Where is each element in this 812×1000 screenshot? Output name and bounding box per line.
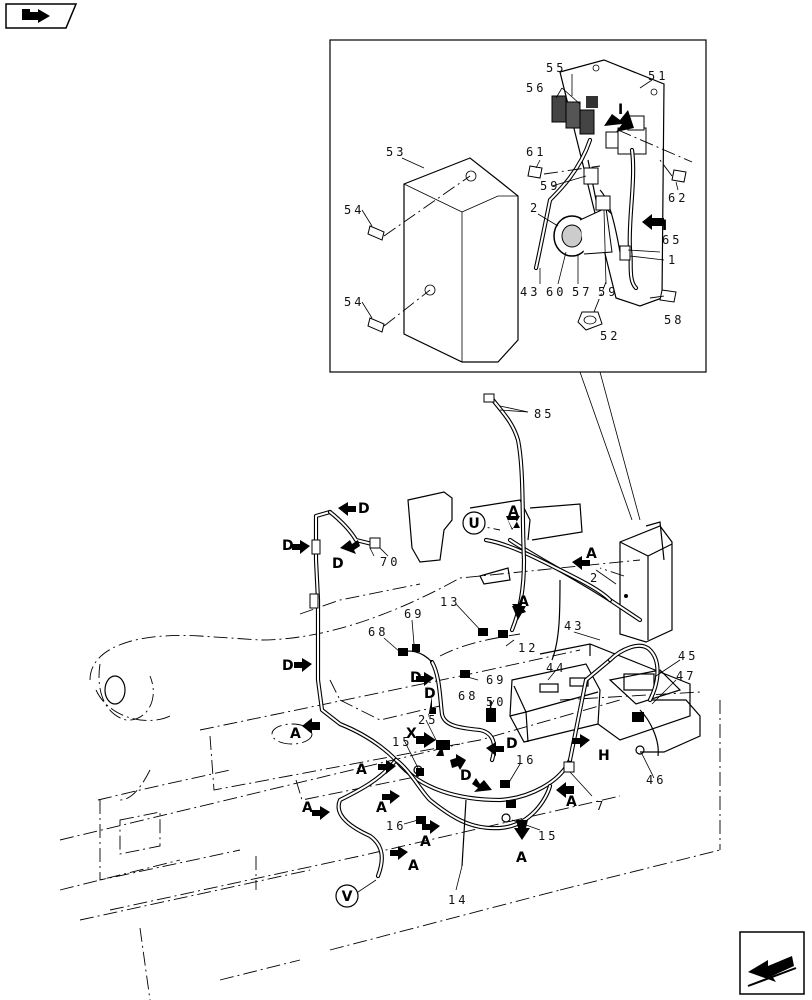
ref-D-3: D (332, 556, 344, 572)
label-50: 50 (486, 695, 506, 709)
ref-D-8: D (506, 736, 518, 752)
label-2-main: 2 (590, 571, 600, 585)
label-44: 44 (546, 661, 566, 675)
label-15-left: 15 (392, 735, 412, 749)
label-70: 70 (380, 555, 400, 569)
ref-D-2: D (282, 538, 294, 554)
ref-A-8: A (408, 858, 419, 874)
leader-lines-main (369, 405, 681, 891)
ref-I-upper: I (618, 102, 623, 118)
ref-D-4: D (282, 658, 294, 674)
ref-H: H (598, 748, 610, 764)
ref-A-7: A (302, 800, 313, 816)
label-53: 53 (386, 145, 406, 159)
control-box-2 (619, 521, 673, 643)
label-13: 13 (440, 595, 460, 609)
label-62: 62 (668, 191, 688, 205)
label-59-lower: 59 (598, 285, 618, 299)
label-51: 51 (648, 69, 668, 83)
label-68-lower: 68 (458, 689, 478, 703)
ref-A-5: A (356, 762, 367, 778)
clips (309, 393, 645, 824)
label-7: 7 (596, 799, 606, 813)
label-60: 60 (546, 285, 566, 299)
ref-D-6: D (424, 686, 436, 702)
label-54-lower: 54 (344, 295, 364, 309)
ref-D-5: D (410, 670, 422, 686)
label-45: 45 (678, 649, 698, 663)
label-55: 55 (546, 61, 566, 75)
label-59-upper: 59 (540, 179, 560, 193)
leader-lines-inset (361, 74, 679, 319)
label-54-upper: 54 (344, 203, 364, 217)
label-47: 47 (676, 669, 696, 683)
label-52: 52 (600, 329, 620, 343)
ref-U: U (468, 516, 479, 532)
label-1: 1 (668, 253, 678, 267)
ref-arrow-I-lower (642, 214, 664, 230)
label-43-inset: 43 (520, 285, 540, 299)
label-16-right: 16 (516, 753, 536, 767)
ref-D-7: D (460, 768, 472, 784)
label-12: 12 (518, 641, 538, 655)
ref-A-6: A (376, 800, 387, 816)
label-16-left: 16 (386, 819, 406, 833)
screw-62 (671, 169, 687, 183)
label-69-lower: 69 (486, 673, 506, 687)
battery-44 (509, 663, 601, 743)
label-57: 57 (572, 285, 592, 299)
main-harness (313, 393, 660, 879)
label-25: 25 (418, 713, 438, 727)
bolt-54-lower (367, 289, 431, 333)
ref-arrow-I-upper (604, 110, 634, 132)
screw-61 (527, 165, 543, 179)
next-page-arrow-icon[interactable] (739, 931, 805, 995)
bolt-52 (577, 311, 603, 331)
label-85: 85 (534, 407, 554, 421)
bolt-54-upper (367, 175, 471, 241)
ref-D-1: D (358, 501, 370, 517)
ref-A-11: A (516, 850, 527, 866)
ref-A-1: A (508, 504, 519, 520)
label-58: 58 (664, 313, 684, 327)
ref-I-lower: I (662, 218, 667, 234)
label-14: 14 (448, 893, 468, 907)
relays-55-56 (551, 95, 598, 135)
ref-A-2: A (518, 594, 529, 610)
ref-X: X (406, 726, 417, 742)
ref-circle-V: V (335, 879, 377, 908)
ref-A-3: A (586, 546, 597, 562)
ref-A-10: A (566, 794, 577, 810)
label-43-main: 43 (564, 619, 584, 633)
label-65: 65 (662, 233, 682, 247)
chassis-outline (59, 559, 721, 1000)
ref-V: V (342, 889, 353, 905)
cover-53 (403, 157, 519, 363)
back-arrow-icon[interactable] (5, 3, 78, 29)
label-15-right: 15 (538, 829, 558, 843)
detail-inset (329, 39, 707, 521)
seat-base (407, 491, 583, 585)
label-2-inset: 2 (530, 201, 540, 215)
label-46: 46 (646, 773, 666, 787)
ref-A-9: A (420, 834, 431, 850)
ref-circle-U: U (462, 511, 486, 535)
label-61: 61 (526, 145, 546, 159)
label-69-upper: 69 (404, 607, 424, 621)
label-68-upper: 68 (368, 625, 388, 639)
ref-A-4: A (290, 726, 301, 742)
battery-box-45 (539, 643, 701, 753)
label-56: 56 (526, 81, 546, 95)
